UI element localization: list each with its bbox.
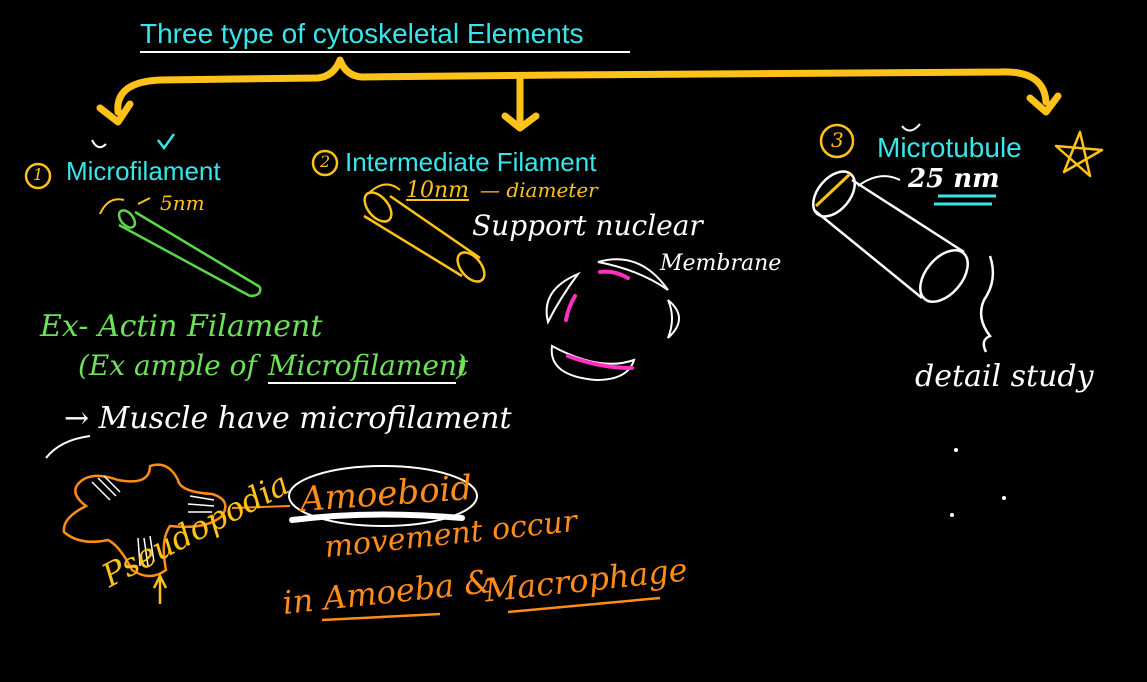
note-example-paren-prefix: (Ex ample of bbox=[78, 352, 257, 380]
size-microtubule: 25 nm bbox=[908, 166, 1000, 192]
star-icon bbox=[1056, 132, 1102, 176]
note-example-paren-term: Microfilament bbox=[268, 352, 468, 380]
bracket bbox=[100, 60, 1058, 128]
note-example-paren-suffix: ) bbox=[456, 352, 467, 380]
microfilament-tube bbox=[116, 207, 260, 296]
branch-number-3: 3 bbox=[831, 130, 844, 150]
size-intermediate: 10nm bbox=[406, 180, 469, 202]
size-intermediate-suffix: — diameter bbox=[480, 180, 598, 200]
heading-intermediate-filament: Intermediate Filament bbox=[345, 149, 596, 175]
note-muscle: → Muscle have microfilament bbox=[64, 404, 512, 434]
note-actin-example: Ex- Actin Filament bbox=[40, 312, 322, 342]
branch-number-2: 2 bbox=[320, 154, 330, 170]
tick-mark bbox=[92, 140, 106, 147]
microtubule-lumen-mark bbox=[816, 174, 850, 206]
curve-mark bbox=[46, 436, 90, 458]
size-arrow-microtubule bbox=[858, 176, 900, 186]
page-title: Three type of cytoskeletal Elements bbox=[140, 20, 584, 48]
tick-mark bbox=[902, 124, 920, 131]
size-arrow-intermediate bbox=[370, 184, 400, 192]
size-microfilament: 5nm bbox=[160, 193, 205, 213]
note-support-nuclear: Support nuclear bbox=[472, 212, 703, 240]
heading-microfilament: Microfilament bbox=[66, 158, 221, 184]
heading-microtubule: Microtubule bbox=[877, 134, 1022, 162]
pseudopodia-arrow bbox=[154, 576, 166, 604]
branch-number-1: 1 bbox=[33, 167, 43, 183]
nuclear-pink-marks bbox=[566, 272, 632, 368]
check-icon bbox=[158, 134, 174, 148]
bracket-line bbox=[118, 60, 1046, 112]
note-detail-study: detail study bbox=[915, 362, 1094, 392]
note-membrane: Membrane bbox=[660, 253, 781, 275]
